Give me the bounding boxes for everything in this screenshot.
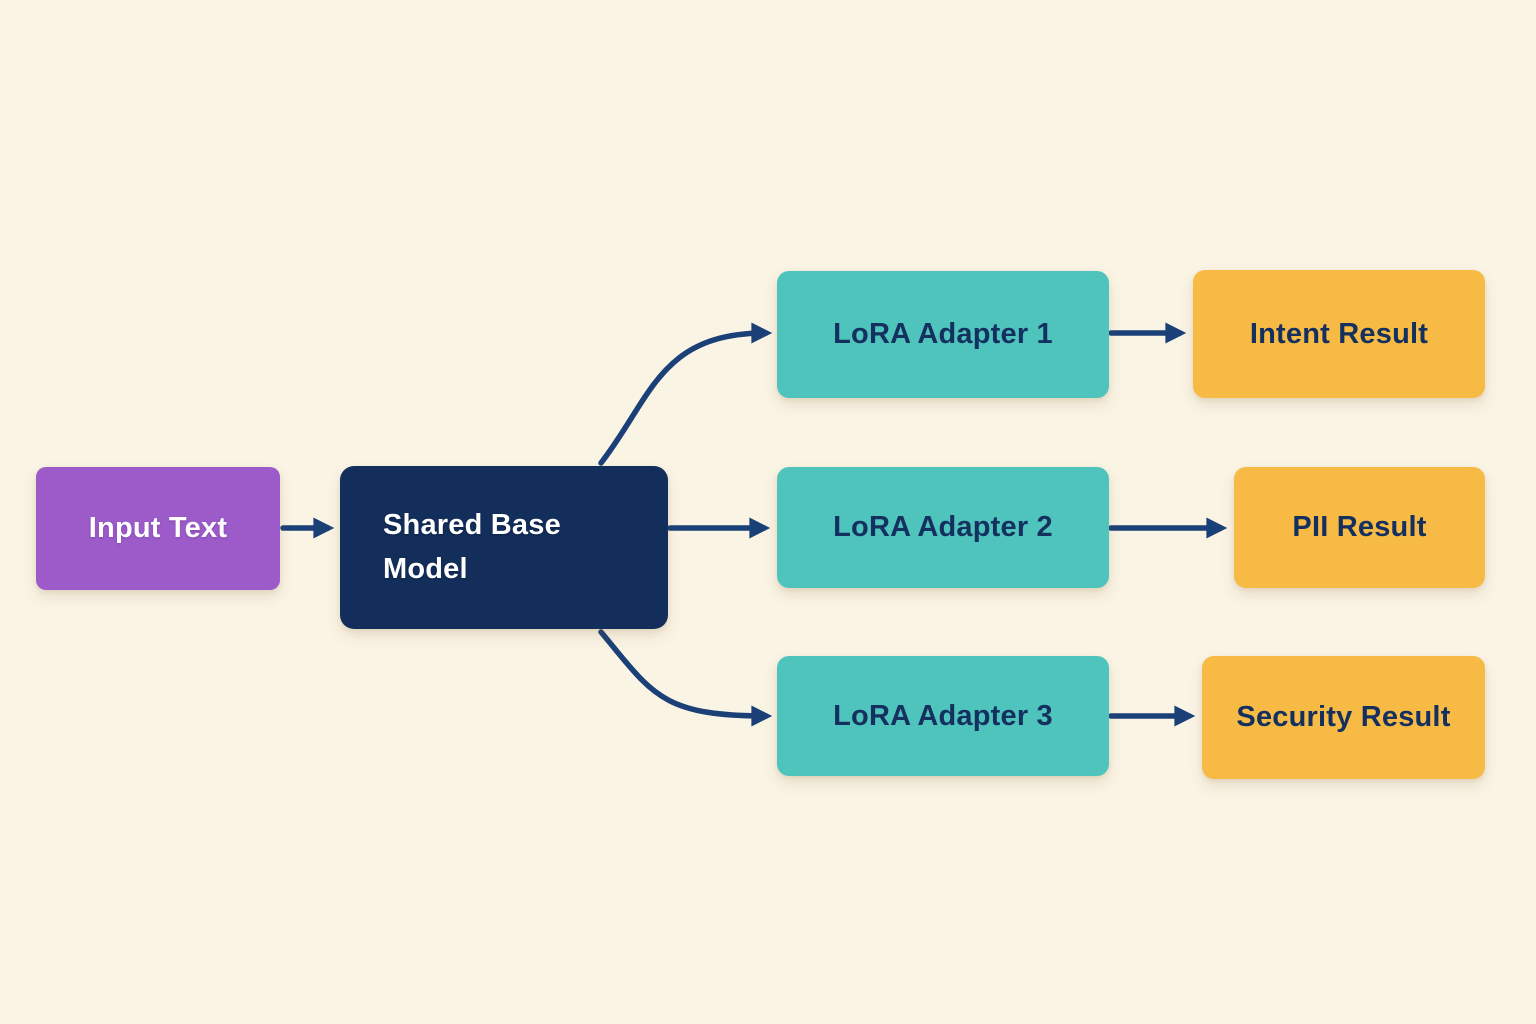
node-lora-adapter-1-label: LoRA Adapter 1 bbox=[833, 318, 1053, 350]
node-lora-adapter-1: LoRA Adapter 1 bbox=[777, 271, 1109, 398]
edge-base-to-adapter3 bbox=[598, 629, 773, 727]
node-pii-result-label: PII Result bbox=[1292, 511, 1427, 543]
node-input-text: Input Text bbox=[36, 467, 280, 590]
node-lora-adapter-2-label: LoRA Adapter 2 bbox=[833, 511, 1053, 543]
edge-base-to-adapter1 bbox=[598, 322, 773, 466]
node-input-text-label: Input Text bbox=[88, 512, 228, 544]
node-pii-result: PII Result bbox=[1234, 467, 1485, 588]
node-lora-adapter-3-label: LoRA Adapter 3 bbox=[833, 699, 1053, 732]
node-shared-base-model-label: Shared Base Model bbox=[383, 509, 561, 585]
node-security-result: Security Result bbox=[1202, 656, 1485, 779]
node-intent-result: Intent Result bbox=[1193, 270, 1485, 398]
node-lora-adapter-2: LoRA Adapter 2 bbox=[777, 467, 1109, 588]
node-intent-result-label: Intent Result bbox=[1249, 317, 1429, 350]
node-lora-adapter-3: LoRA Adapter 3 bbox=[777, 656, 1109, 776]
node-shared-base-model: Shared Base Model bbox=[340, 466, 668, 629]
node-security-result-label: Security Result bbox=[1236, 701, 1451, 733]
